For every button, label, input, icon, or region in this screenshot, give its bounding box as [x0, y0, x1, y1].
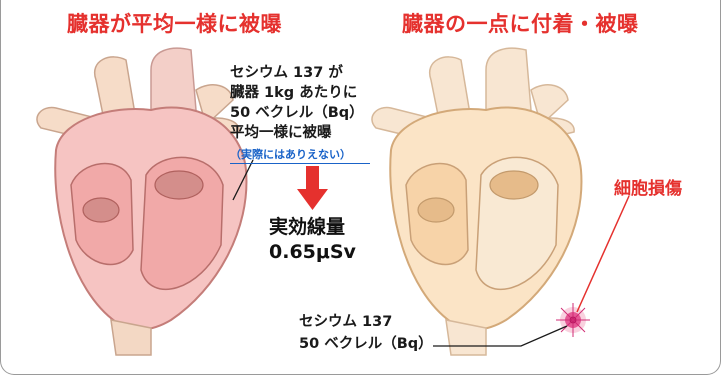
dose-block: 実効線量 0.65μSv: [269, 215, 356, 265]
left-label-line-1: セシウム 137 が: [230, 63, 343, 83]
left-label-line-3: 50 ベクレル（Bq）: [230, 103, 364, 123]
down-arrow-icon: [297, 166, 328, 210]
dose-label: 実効線量: [269, 215, 356, 240]
radiation-point-icon: [556, 303, 590, 337]
damage-pointer-line: [577, 196, 629, 312]
source-label-line-1: セシウム 137: [299, 312, 392, 332]
dose-value: 0.65μSv: [269, 240, 356, 265]
source-label-line-2: 50 ベクレル（Bq）: [299, 334, 433, 354]
left-label-line-4: 平均一様に被曝: [230, 123, 332, 143]
left-label-line-2: 臓器 1kg あたりに: [230, 83, 357, 103]
damage-label: 細胞損傷: [614, 174, 682, 199]
left-heart-illustration: [37, 48, 247, 355]
left-note: （実際にはありえない）: [230, 146, 370, 164]
right-title: 臓器の一点に付着・被曝: [402, 8, 639, 38]
right-heart-illustration: [372, 48, 582, 355]
left-title: 臓器が平均一様に被曝: [67, 8, 282, 38]
